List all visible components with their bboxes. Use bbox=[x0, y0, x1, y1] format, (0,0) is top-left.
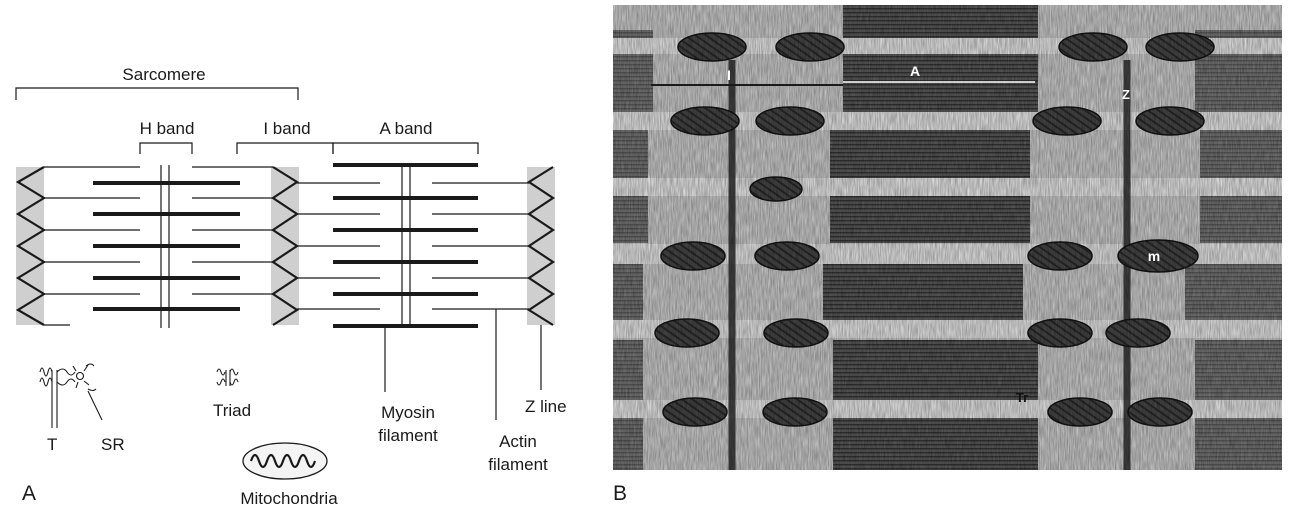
t-label: T bbox=[47, 435, 57, 454]
panel-b-letter: B bbox=[613, 482, 627, 505]
myosin-filaments-right-sarcomere bbox=[333, 163, 478, 328]
mitochondria-icon bbox=[242, 442, 328, 480]
z-line-zigzag-left bbox=[15, 166, 47, 326]
triad-icon bbox=[216, 368, 239, 386]
sarcomere-schematic: Sarcomere H band I band A band Myosin fi… bbox=[15, 65, 567, 508]
a-band-label: A band bbox=[380, 119, 433, 138]
triad-label: Triad bbox=[213, 401, 251, 420]
micrograph-z-label: Z bbox=[1122, 87, 1130, 102]
actin-label-line2: filament bbox=[488, 455, 548, 474]
panel-b-micrograph: I A Z m Tr B bbox=[605, 0, 1292, 515]
z-disc-band-left bbox=[16, 167, 44, 325]
myosin-label-line1: Myosin bbox=[381, 403, 435, 422]
t-tubule-sr-icon bbox=[39, 363, 103, 428]
actin-label-line1: Actin bbox=[499, 432, 537, 451]
sarcomere-bracket bbox=[15, 87, 299, 100]
panel-a-schematic: Sarcomere H band I band A band Myosin fi… bbox=[0, 0, 600, 515]
h-band-label: H band bbox=[140, 119, 195, 138]
actin-filaments-left-sarcomere bbox=[44, 166, 273, 326]
mitochondria-label: Mitochondria bbox=[240, 489, 338, 508]
electron-micrograph: I A Z m Tr B bbox=[613, 5, 1282, 505]
micrograph-i-label: I bbox=[727, 67, 731, 83]
micrograph-m-label: m bbox=[1148, 248, 1160, 264]
a-band-bracket bbox=[332, 142, 479, 154]
panel-a-letter: A bbox=[22, 482, 36, 505]
h-band-bracket bbox=[139, 142, 193, 154]
myosin-filaments-left-sarcomere bbox=[93, 181, 240, 311]
sr-label: SR bbox=[101, 435, 125, 454]
z-disc-band-right bbox=[527, 167, 555, 325]
i-band-bracket bbox=[236, 142, 334, 154]
myosin-label-line2: filament bbox=[378, 426, 438, 445]
i-band-label: I band bbox=[263, 119, 310, 138]
micrograph-a-label: A bbox=[910, 63, 920, 79]
micrograph-grain bbox=[613, 5, 1282, 470]
actin-filaments-right-sarcomere bbox=[297, 182, 529, 310]
m-line-right bbox=[401, 165, 411, 328]
m-line-left bbox=[160, 165, 170, 328]
z-line-label: Z line bbox=[525, 397, 567, 416]
z-disc-band-middle bbox=[271, 167, 299, 325]
micrograph-tr-label: Tr bbox=[1016, 390, 1028, 405]
sarcomere-label: Sarcomere bbox=[122, 65, 205, 84]
